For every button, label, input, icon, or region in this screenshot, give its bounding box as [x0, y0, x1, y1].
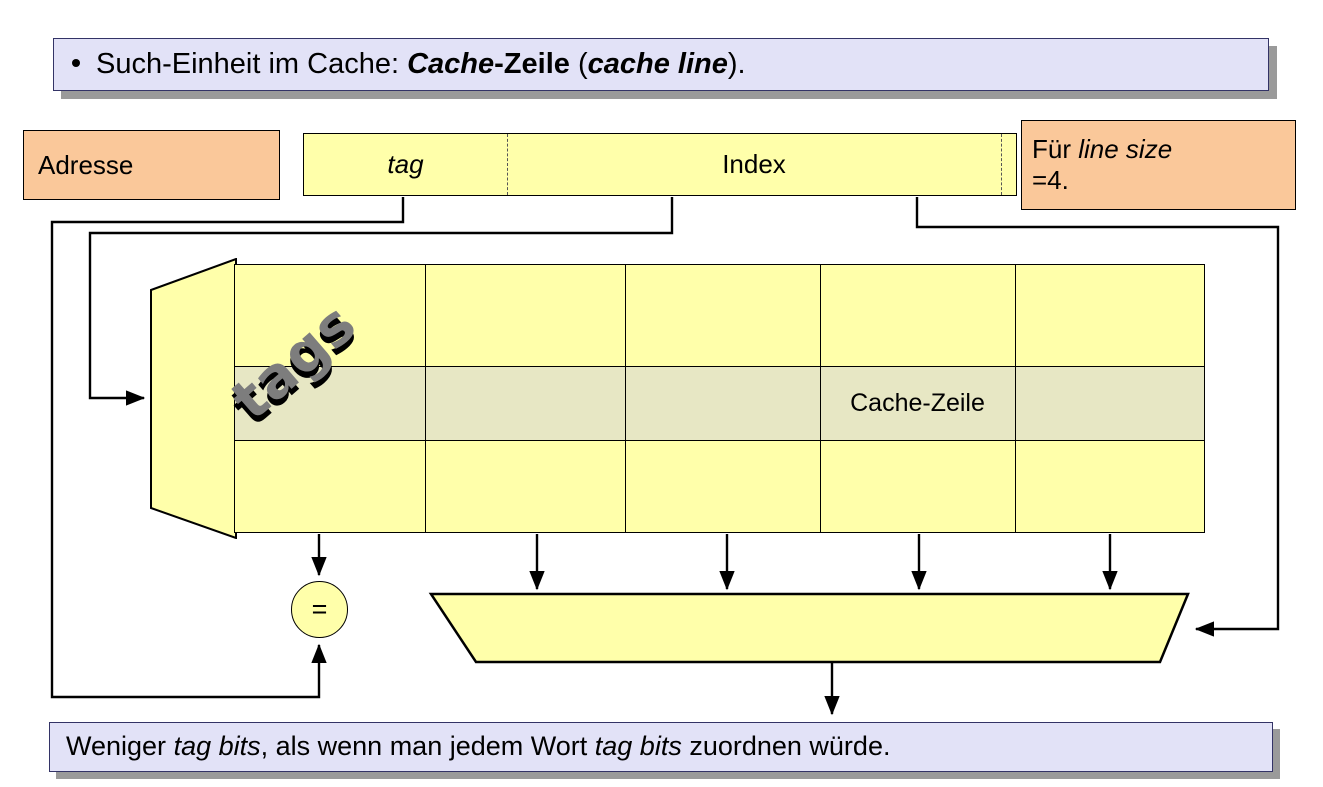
- address-divider-2: [1001, 134, 1002, 195]
- cache-array-row: [235, 265, 1204, 366]
- cache-array-column-divider: [625, 265, 626, 532]
- cache-array-row-highlighted: [235, 366, 1204, 441]
- address-field: tag Index: [303, 133, 1017, 196]
- footer-callout: Weniger tag bits, als wenn man jedem Wor…: [49, 722, 1273, 772]
- header-text: Such-Einheit im Cache: Cache-Zeile (cach…: [96, 47, 746, 80]
- tags-panel: [150, 258, 237, 539]
- note-box-line2: =4.: [1032, 165, 1069, 195]
- header-callout: Such-Einheit im Cache: Cache-Zeile (cach…: [53, 38, 1269, 91]
- cache-array-column-divider: [425, 265, 426, 532]
- comparator: =: [291, 581, 348, 638]
- note-box: Für line size =4.: [1021, 120, 1296, 210]
- cache-array-row: [235, 441, 1204, 532]
- cache-array: Cache-Zeile: [234, 264, 1205, 533]
- comparator-label: =: [311, 594, 328, 624]
- address-segment-index: Index: [507, 134, 1001, 195]
- address-segment-offset: [1001, 134, 1016, 195]
- note-box-line1: Für line size: [1032, 134, 1172, 165]
- address-segment-tag: tag: [304, 134, 507, 195]
- note-prefix: Für: [1032, 134, 1079, 165]
- address-segment-tag-label: tag: [387, 149, 424, 179]
- address-box-label: Adresse: [38, 149, 134, 180]
- footer-text: Weniger tag bits, als wenn man jedem Wor…: [66, 731, 891, 762]
- address-segment-index-label: Index: [722, 149, 786, 179]
- multiplexer: [428, 592, 1190, 664]
- cache-array-column-divider: [820, 265, 821, 532]
- address-divider-1: [507, 134, 508, 195]
- bullet-icon: [72, 58, 80, 67]
- note-italic: line size: [1078, 134, 1173, 165]
- cache-line-label: Cache-Zeile: [850, 389, 985, 417]
- cache-array-column-divider: [1015, 265, 1016, 532]
- address-box: Adresse: [23, 130, 280, 200]
